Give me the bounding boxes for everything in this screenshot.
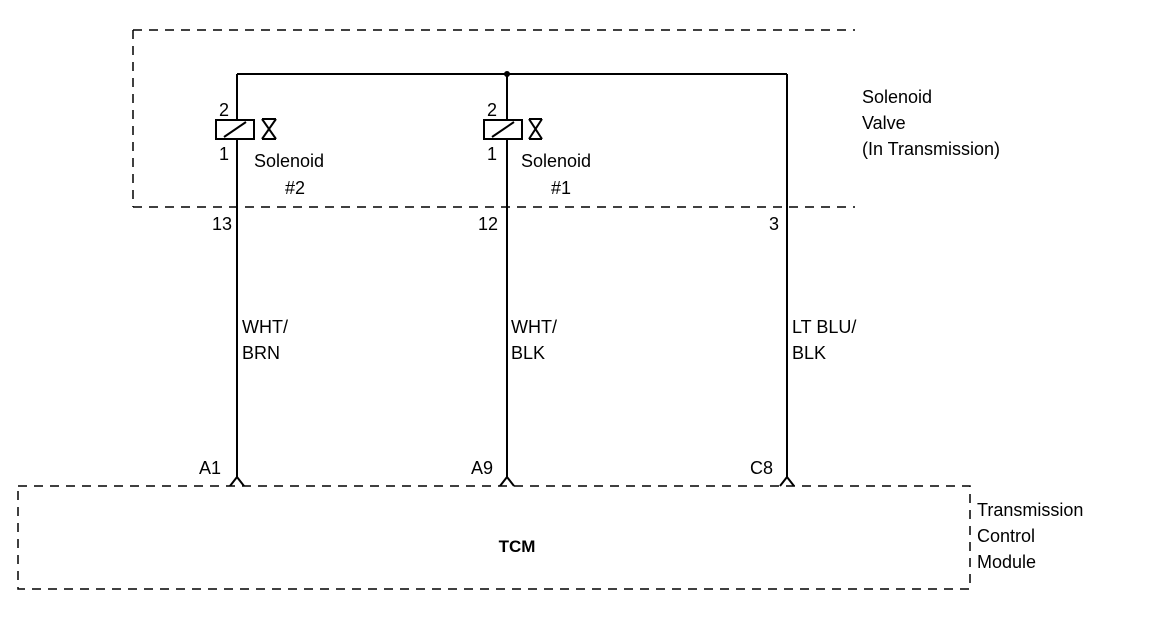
tcm-description-line-1: Transmission bbox=[977, 500, 1083, 520]
solenoid-2-circuit bbox=[215, 74, 277, 487]
solenoid-valve-enclosure bbox=[132, 29, 855, 208]
feed-connector-pin: 3 bbox=[769, 214, 779, 234]
a9-terminal-icon bbox=[499, 475, 515, 487]
tcm-pin-a1: A1 bbox=[199, 458, 221, 478]
tcm-description-line-2: Control bbox=[977, 526, 1035, 546]
solenoid-2-wire-color-line-1: WHT/ bbox=[242, 317, 288, 337]
solenoid-2-number: #2 bbox=[285, 178, 305, 198]
tcm-pin-a9: A9 bbox=[471, 458, 493, 478]
solenoid-1-name: Solenoid bbox=[521, 151, 591, 171]
solenoid-1-number: #1 bbox=[551, 178, 571, 198]
solenoid-valve-label-line-2: Valve bbox=[862, 113, 906, 133]
solenoid-1-pin-bottom: 1 bbox=[487, 144, 497, 164]
solenoid-valve-label: Solenoid Valve (In Transmission) bbox=[862, 87, 1000, 159]
tcm-label: TCM bbox=[499, 537, 536, 556]
solenoid-1-wire-color-line-2: BLK bbox=[511, 343, 545, 363]
feed-wire-color-line-1: LT BLU/ bbox=[792, 317, 856, 337]
tcm-description-line-3: Module bbox=[977, 552, 1036, 572]
solenoid-2-wire-color-line-2: BRN bbox=[242, 343, 280, 363]
feed-wire-color-line-2: BLK bbox=[792, 343, 826, 363]
tcm-description: Transmission Control Module bbox=[977, 500, 1083, 572]
tcm-box bbox=[17, 485, 971, 590]
tcm-pin-c8: C8 bbox=[750, 458, 773, 478]
solenoid-2-diode-icon bbox=[261, 118, 277, 140]
solenoid-2-connector-pin: 13 bbox=[212, 214, 232, 234]
top-bus-wire bbox=[237, 71, 787, 77]
solenoid-1-wire-color-line-1: WHT/ bbox=[511, 317, 557, 337]
solenoid-2-pin-bottom: 1 bbox=[219, 144, 229, 164]
feed-circuit bbox=[779, 74, 795, 487]
solenoid-2-pin-top: 2 bbox=[219, 100, 229, 120]
solenoid-valve-label-line-3: (In Transmission) bbox=[862, 139, 1000, 159]
solenoid-valve-label-line-1: Solenoid bbox=[862, 87, 932, 107]
solenoid-1-diode-icon bbox=[528, 118, 543, 140]
a1-terminal-icon bbox=[229, 475, 245, 487]
solenoid-1-pin-top: 2 bbox=[487, 100, 497, 120]
c8-terminal-icon bbox=[779, 475, 795, 487]
solenoid-2-name: Solenoid bbox=[254, 151, 324, 171]
solenoid-1-circuit bbox=[483, 74, 543, 487]
solenoid-1-connector-pin: 12 bbox=[478, 214, 498, 234]
